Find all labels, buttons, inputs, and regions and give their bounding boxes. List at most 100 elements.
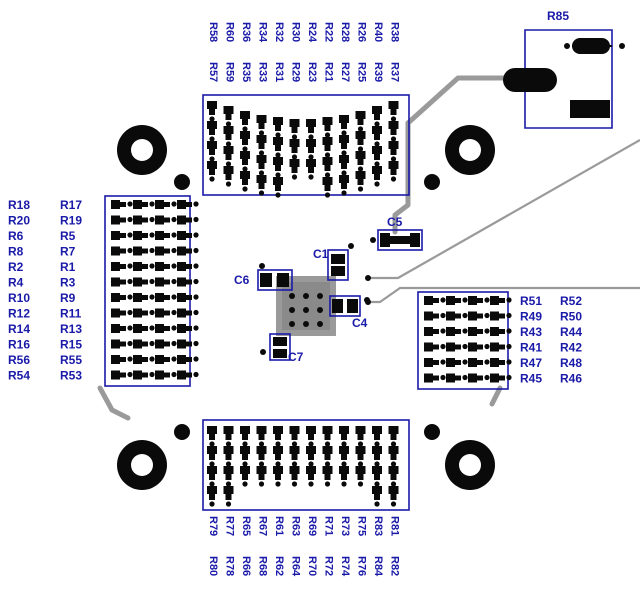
- resistor-body: [186, 248, 192, 254]
- resistor-pad: [322, 117, 333, 125]
- resistor-pad: [240, 171, 250, 179]
- resistor-label: R15: [60, 338, 82, 352]
- resistor-pad: [273, 426, 283, 434]
- resistor-column: [223, 106, 234, 187]
- via: [506, 312, 512, 319]
- via: [374, 121, 380, 127]
- via: [324, 461, 331, 467]
- via: [390, 116, 397, 122]
- resistor-row: [424, 358, 512, 367]
- resistor-body: [374, 494, 380, 500]
- resistor-pad: [111, 355, 120, 364]
- via: [484, 297, 490, 303]
- resistor-body: [357, 139, 364, 145]
- resistor-body: [225, 474, 232, 480]
- resistor-pad: [273, 137, 283, 145]
- resistor-body: [341, 454, 347, 460]
- via: [308, 481, 314, 487]
- resistor-body: [142, 233, 148, 238]
- resistor-body: [275, 125, 281, 131]
- via: [193, 232, 199, 238]
- resistor-body: [433, 360, 439, 365]
- resistor-label: R37: [389, 62, 401, 82]
- via: [171, 201, 177, 207]
- right-resistor-array: [417, 291, 512, 390]
- resistor-label: R63: [290, 516, 302, 536]
- via: [209, 156, 215, 162]
- via: [127, 247, 133, 254]
- bottom-resistor-array: [202, 419, 410, 511]
- via: [127, 340, 133, 347]
- resistor-body: [225, 434, 232, 440]
- resistor-label: R26: [356, 22, 368, 42]
- center-chip: [276, 276, 336, 336]
- via: [308, 134, 314, 140]
- resistor-label: R23: [306, 62, 318, 82]
- via: [127, 356, 133, 362]
- via: [324, 172, 331, 178]
- resistor-body: [120, 279, 126, 285]
- via: [171, 340, 177, 347]
- resistor-label: R47: [520, 356, 542, 370]
- resistor-label: R44: [560, 325, 582, 339]
- resistor-pad: [177, 262, 186, 271]
- resistor-pad: [111, 293, 120, 302]
- resistor-body: [142, 357, 148, 362]
- resistor-pad: [207, 466, 217, 474]
- resistor-body: [164, 310, 170, 316]
- resistor-label: R56: [8, 353, 30, 367]
- resistor-body: [275, 474, 281, 480]
- resistor-body: [308, 454, 314, 460]
- resistor-pad: [240, 111, 250, 119]
- resistor-body: [291, 474, 298, 480]
- resistor-pad: [322, 446, 333, 454]
- resistor-body: [142, 217, 148, 223]
- resistor-body: [142, 295, 148, 300]
- label-c1: C1: [313, 247, 329, 261]
- resistor-body: [374, 134, 380, 140]
- via: [171, 371, 177, 378]
- resistor-pad: [372, 106, 382, 114]
- resistor-pad: [388, 446, 399, 454]
- trace-r85-vertical: [392, 120, 411, 235]
- resistor-body: [275, 454, 281, 460]
- resistor-body: [120, 233, 126, 238]
- resistor-body: [390, 169, 397, 175]
- resistor-pad: [339, 135, 349, 143]
- resistor-label: R5: [60, 229, 76, 243]
- resistor-label: R52: [560, 294, 582, 308]
- resistor-pad: [207, 101, 217, 109]
- resistor-body: [341, 183, 347, 189]
- resistor-body: [374, 174, 380, 180]
- resistor-pad: [155, 308, 164, 318]
- resistor-body: [374, 114, 380, 120]
- resistor-body: [225, 114, 232, 120]
- resistor-pad: [133, 231, 142, 240]
- resistor-body: [433, 329, 439, 334]
- resistor-pad: [223, 466, 234, 474]
- resistor-pad: [155, 215, 164, 225]
- via: [171, 232, 177, 238]
- resistor-pad: [490, 327, 499, 336]
- resistor-label: R24: [306, 22, 318, 43]
- resistor-pad: [322, 137, 333, 145]
- resistor-body: [324, 474, 331, 480]
- resistor-label: R84: [372, 556, 384, 577]
- resistor-body: [164, 357, 170, 362]
- via: [225, 481, 232, 487]
- resistor-pad: [111, 370, 120, 380]
- resistor-pad: [372, 466, 382, 474]
- resistor-row: [424, 311, 512, 321]
- resistor-pad: [306, 119, 316, 127]
- array-outline: [202, 419, 410, 511]
- resistor-pad: [490, 342, 499, 352]
- via: [127, 201, 133, 207]
- resistor-pad: [355, 446, 366, 454]
- via: [127, 371, 133, 378]
- resistor-body: [308, 127, 314, 133]
- resistor-pad: [111, 339, 120, 349]
- resistor-body: [164, 202, 170, 207]
- resistor-pad: [223, 446, 234, 454]
- via: [193, 356, 199, 362]
